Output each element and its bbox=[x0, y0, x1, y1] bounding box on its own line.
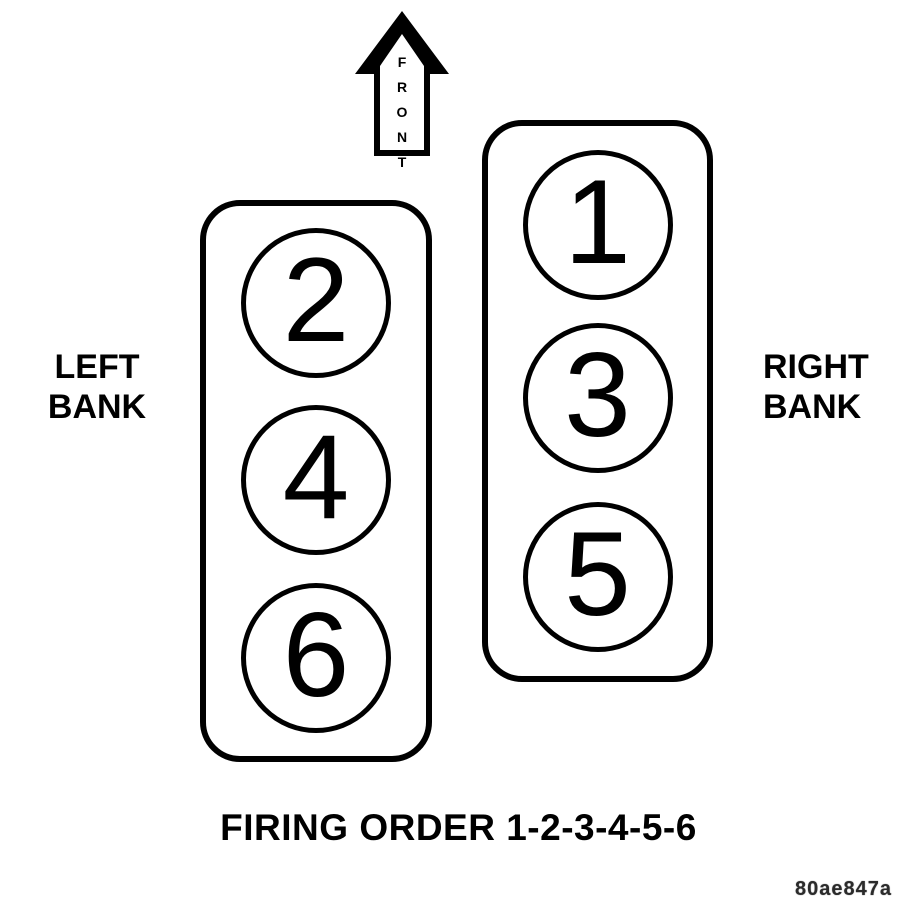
firing-order-caption: FIRING ORDER 1-2-3-4-5-6 bbox=[220, 807, 697, 848]
right-bank-outline: 1 3 5 bbox=[482, 120, 713, 682]
front-arrow-label: FRONT bbox=[394, 54, 410, 179]
cylinder-6-number: 6 bbox=[282, 588, 350, 722]
left-bank-label-line1: LEFT bbox=[54, 348, 140, 386]
right-bank-label-line2: BANK bbox=[763, 388, 862, 426]
cylinder-5: 5 bbox=[522, 502, 673, 652]
cylinder-1-number: 1 bbox=[564, 155, 631, 289]
left-bank-label: LEFT BANK bbox=[18, 347, 176, 427]
cylinder-4: 4 bbox=[241, 405, 391, 555]
cylinder-2: 2 bbox=[241, 228, 391, 378]
figure-id: 80ae847a bbox=[795, 878, 892, 900]
cylinder-1: 1 bbox=[522, 150, 673, 300]
left-bank-outline: 2 4 6 bbox=[200, 200, 432, 762]
cylinder-6: 6 bbox=[241, 583, 391, 733]
right-bank-label-line1: RIGHT bbox=[763, 348, 869, 386]
left-bank-label-line2: BANK bbox=[47, 388, 147, 426]
cylinder-4-number: 4 bbox=[282, 410, 350, 544]
cylinder-5-number: 5 bbox=[564, 507, 631, 641]
front-arrow-icon bbox=[355, 11, 449, 156]
cylinder-3-number: 3 bbox=[564, 328, 631, 462]
cylinder-2-number: 2 bbox=[282, 233, 350, 367]
front-arrow: FRONT bbox=[350, 8, 454, 179]
right-bank-label: RIGHT BANK bbox=[763, 347, 917, 427]
cylinder-3: 3 bbox=[522, 323, 673, 473]
